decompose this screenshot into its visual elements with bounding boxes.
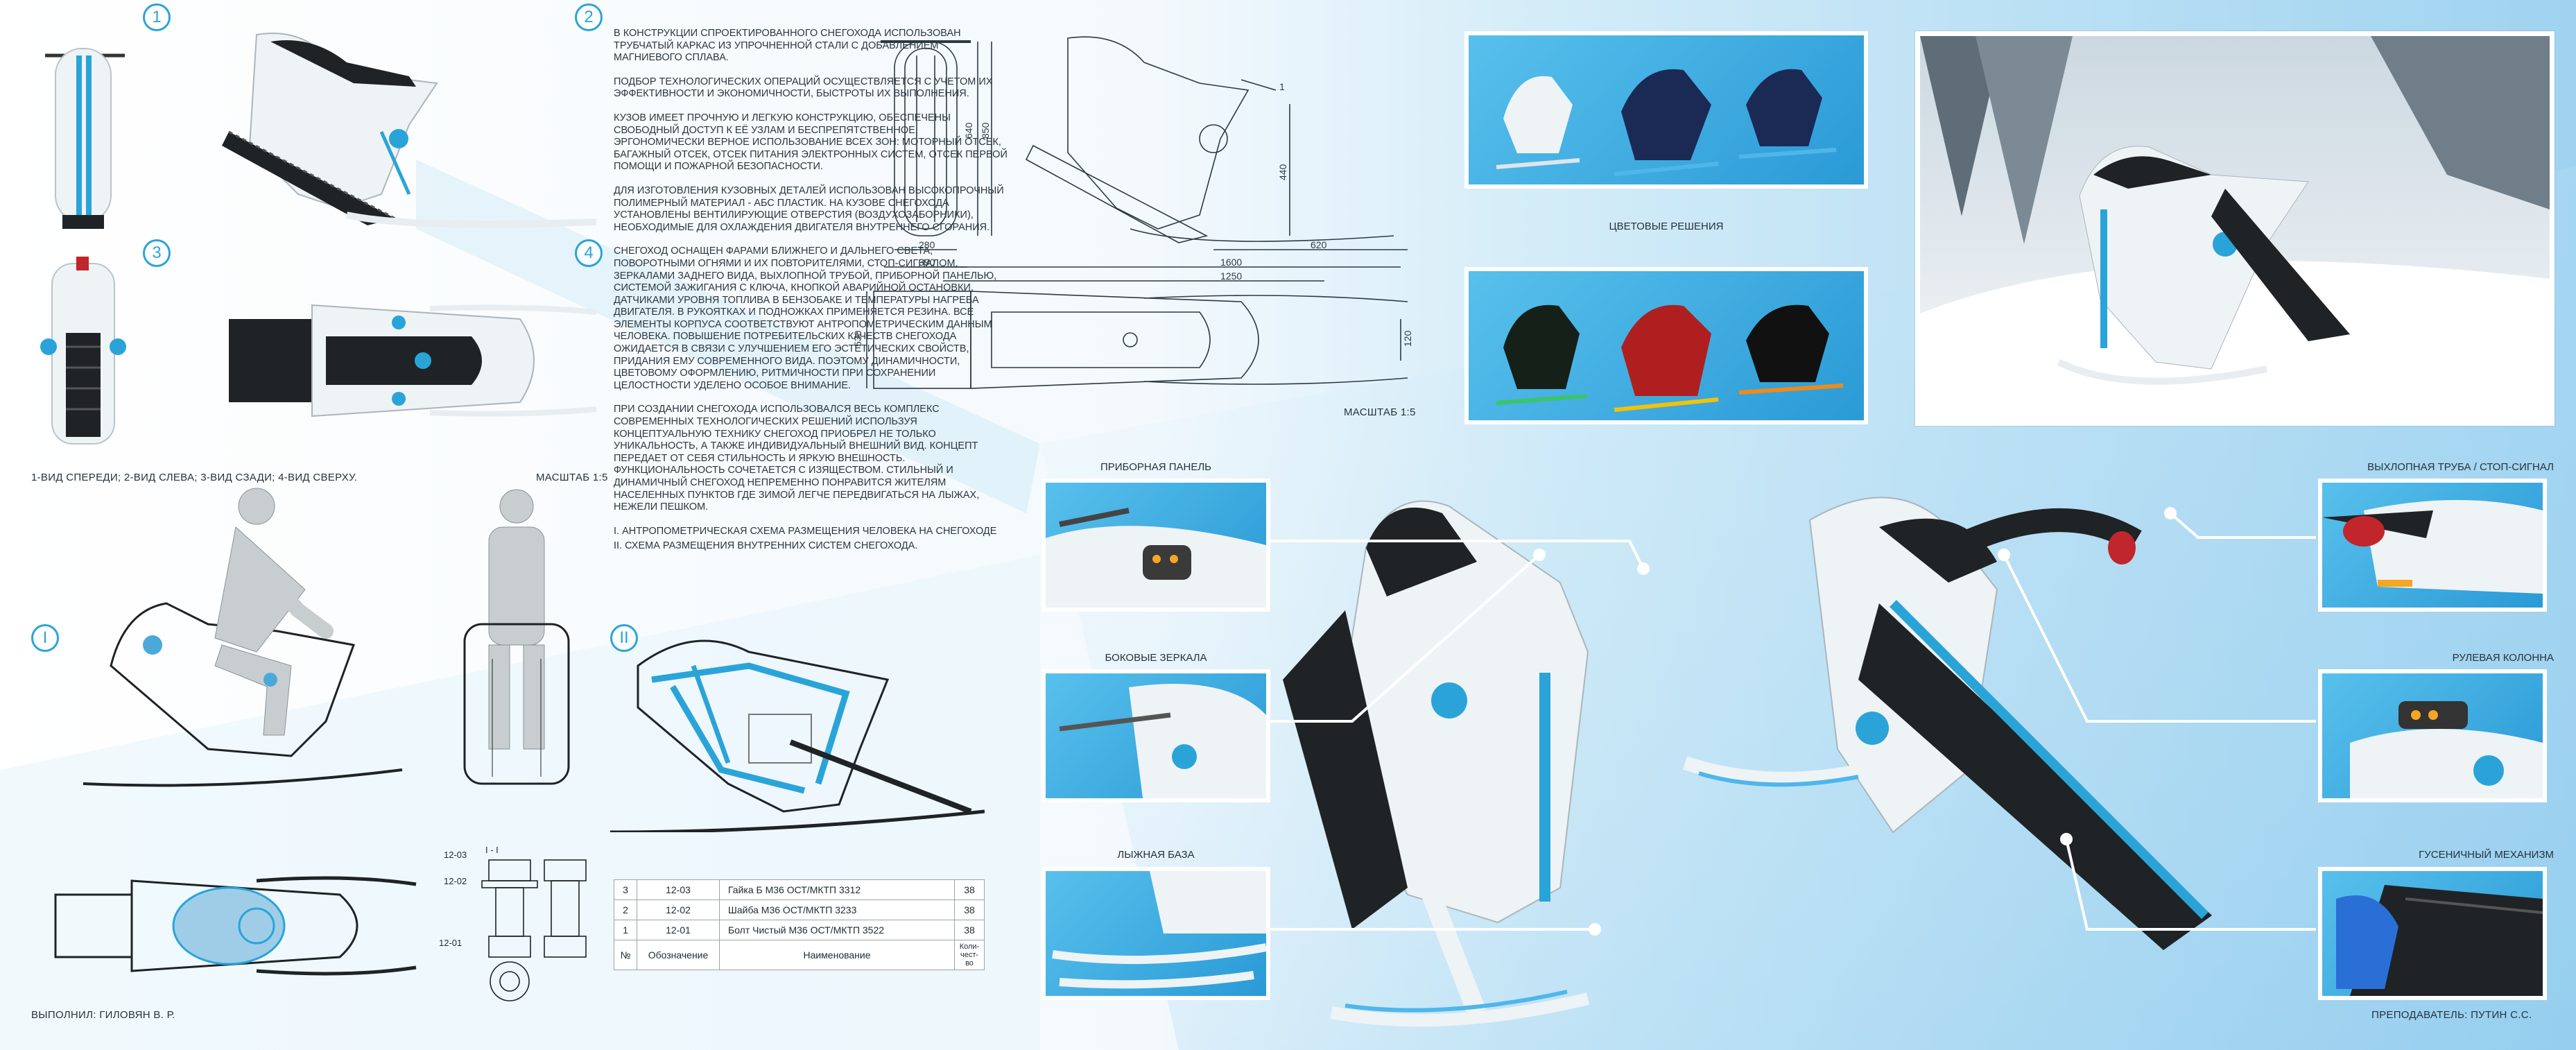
- callout-leader-lines: [1269, 512, 2316, 931]
- spec-cell-name: Гайка Б М36 ОСТ/МКТП 3312: [719, 879, 955, 900]
- drawing-front-view: [881, 40, 992, 268]
- spec-cell-code: 12-03: [637, 879, 720, 900]
- dashboard-detail-art: [1046, 508, 1266, 608]
- callout-image-exhaust: [2318, 479, 2547, 612]
- spec-cell-number: 2: [614, 900, 637, 920]
- schema-badge-II: II: [610, 624, 638, 652]
- drawing-top-view: [866, 266, 1408, 389]
- spec-cell-number: 3: [614, 879, 637, 900]
- callout-label-steering: РУЛЕВАЯ КОЛОННА: [2452, 652, 2554, 664]
- dim-120: 120: [1402, 330, 1413, 347]
- color-variants-bottom: [1464, 267, 1868, 424]
- exhaust-detail-art: [2322, 500, 2543, 594]
- dim-390: 390: [919, 257, 935, 268]
- color-variants-bottom-art: [1496, 304, 1844, 412]
- dim-620: 620: [1311, 239, 1327, 250]
- view-badge-3: 3: [143, 239, 171, 267]
- spec-cell-name: Шайба М36 ОСТ/МКТП 3233: [719, 900, 955, 920]
- dim-280: 280: [919, 239, 935, 250]
- view-badge-1: 1: [143, 3, 171, 31]
- callout-image-ski: [1041, 867, 1270, 1000]
- snowmobile-rear-render: [1682, 497, 2212, 950]
- schema-legend-1: I. АНТРОПОМЕТРИЧЕСКАЯ СХЕМА РАЗМЕЩЕНИЯ Ч…: [614, 525, 997, 537]
- section-label: I - I: [485, 845, 499, 855]
- hero-snow-art: [1920, 36, 2550, 421]
- ski-detail-art: [1052, 871, 1266, 989]
- front-standing-figure: [463, 489, 570, 785]
- callout-label-track: ГУСЕНИЧНЫЙ МЕХАНИЗМ: [2419, 849, 2554, 861]
- dim-1: 1: [1279, 81, 1285, 92]
- dim-1250: 1250: [1220, 270, 1242, 282]
- hero-snow-render: [1915, 31, 2555, 426]
- bolt-section-drawing: [481, 859, 587, 1001]
- schema-badge-I: I: [31, 624, 59, 652]
- snowmobile-front-render: [1283, 500, 1590, 1027]
- spec-header-row: № Обозначение Наименование Коли- чест- в…: [614, 940, 985, 970]
- color-solutions-label: ЦВЕТОВЫЕ РЕШЕНИЯ: [1609, 221, 1724, 232]
- bolt-label-12-01: 12-01: [439, 938, 463, 948]
- spec-cell-code: 12-02: [637, 900, 720, 920]
- callout-label-mirrors: БОКОВЫЕ ЗЕРКАЛА: [1105, 652, 1207, 664]
- description-paragraph-2: ПОДБОР ТЕХНОЛОГИЧЕСКИХ ОПЕРАЦИЙ ОСУЩЕСТВ…: [614, 76, 993, 100]
- rear-view-render: [40, 257, 126, 445]
- view-badge-2: 2: [575, 3, 603, 31]
- front-view-render: [45, 48, 125, 229]
- dim-850: 850: [980, 122, 991, 139]
- spec-header-name: Наименование: [719, 940, 955, 970]
- mirrors-detail-art: [1059, 684, 1266, 798]
- description-paragraph-4: ДЛЯ ИЗГОТОВЛЕНИЯ КУЗОВНЫХ ДЕТАЛЕЙ ИСПОЛЬ…: [614, 184, 1004, 233]
- spec-cell-qty: 38: [954, 900, 985, 920]
- dim-440: 440: [1277, 164, 1288, 180]
- spec-header-number: №: [614, 940, 637, 970]
- main-snowmobile-renders: [1269, 497, 2316, 1027]
- scale-caption-drawing: МАСШТАБ 1:5: [1344, 406, 1416, 418]
- spec-cell-code: 12-01: [637, 920, 720, 940]
- internal-systems-schema: [610, 639, 985, 832]
- callout-label-exhaust: ВЫХЛОПНАЯ ТРУБА / СТОП-СИГНАЛ: [2367, 461, 2554, 473]
- callout-image-track: [2318, 867, 2547, 1000]
- callout-image-dashboard: [1041, 479, 1270, 612]
- spec-header-code: Обозначение: [637, 940, 720, 970]
- top-view-render: [229, 304, 596, 418]
- left-view-render: [222, 33, 596, 228]
- track-detail-art: [2336, 885, 2543, 996]
- spec-cell-name: Болт Чистый М36 ОСТ/МКТП 3522: [719, 920, 955, 940]
- dim-530: 530: [853, 330, 863, 347]
- drawing-side-view: [1025, 36, 1408, 250]
- scale-caption-left: МАСШТАБ 1:5: [536, 472, 608, 483]
- callout-image-steering: [2318, 669, 2547, 802]
- bolt-label-12-03: 12-03: [444, 850, 467, 860]
- orthographic-renders: [40, 33, 596, 445]
- side-seated-figure: [83, 488, 403, 787]
- spec-cell-qty: 38: [954, 879, 985, 900]
- description-paragraph-6: ПРИ СОЗДАНИИ СНЕГОХОДА ИСПОЛЬЗОВАЛСЯ ВЕС…: [614, 404, 980, 513]
- spec-cell-qty: 38: [954, 920, 985, 940]
- author-credit: ВЫПОЛНИЛ: ГИЛОВЯН В. Р.: [31, 1009, 175, 1021]
- callout-label-dashboard: ПРИБОРНАЯ ПАНЕЛЬ: [1100, 461, 1212, 473]
- dim-640: 640: [963, 122, 974, 139]
- steering-detail-art: [2350, 701, 2543, 798]
- views-caption: 1-ВИД СПЕРЕДИ; 2-ВИД СЛЕВА; 3-ВИД СЗАДИ;…: [31, 472, 358, 483]
- teacher-credit: ПРЕПОДАВАТЕЛЬ: ПУТИН С.С.: [2371, 1009, 2532, 1021]
- spec-header-qty: Коли- чест- во: [954, 940, 985, 970]
- color-variants-top-art: [1496, 69, 1837, 176]
- anthropometric-schema: [83, 488, 570, 787]
- technical-drawing: 640 850 280 390 1 440 620 1600 1250 530 …: [853, 36, 1413, 389]
- description-text: В КОНСТРУКЦИИ СПРОЕКТИРОВАННОГО СНЕГОХОД…: [614, 28, 1009, 565]
- description-paragraph-1: В КОНСТРУКЦИИ СПРОЕКТИРОВАННОГО СНЕГОХОД…: [614, 28, 961, 64]
- bolt-label-12-02: 12-02: [444, 876, 467, 886]
- callout-image-mirrors: [1041, 669, 1270, 802]
- schema-legend-2: II. СХЕМА РАЗМЕЩЕНИЯ ВНУТРЕННИХ СИСТЕМ С…: [614, 540, 918, 552]
- spec-cell-number: 1: [614, 920, 637, 940]
- color-variants-top: [1464, 31, 1868, 189]
- dim-1600: 1600: [1220, 257, 1242, 268]
- callout-label-ski: ЛЫЖНАЯ БАЗА: [1117, 849, 1195, 861]
- description-paragraph-3: КУЗОВ ИМЕЕТ ПРОЧНУЮ И ЛЕГКУЮ КОНСТРУКЦИЮ…: [614, 112, 1008, 173]
- top-view-schema: [54, 876, 417, 976]
- view-badge-4: 4: [575, 239, 603, 267]
